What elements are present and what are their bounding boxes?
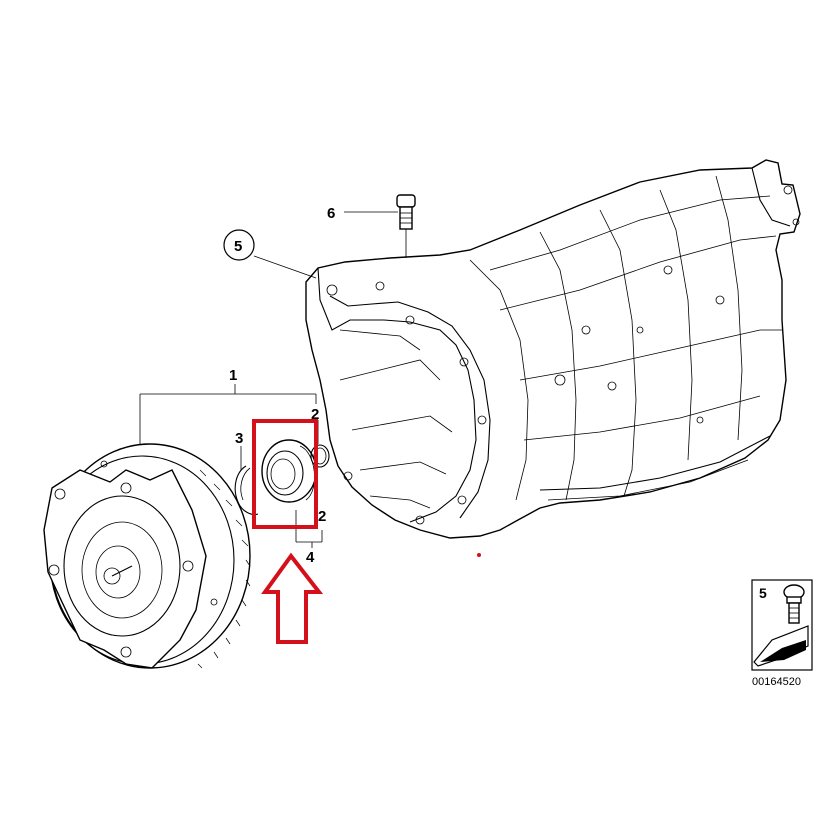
transmission-housing-icon xyxy=(305,159,801,557)
shaft-seal-icon xyxy=(261,439,317,503)
legend-number: 5 xyxy=(759,585,767,601)
torque-converter-icon xyxy=(43,443,251,669)
callout-6: 6 xyxy=(327,205,335,222)
legend-code: 00164520 xyxy=(752,676,801,688)
callout-1: 1 xyxy=(229,367,237,384)
bolt-icon xyxy=(783,584,805,624)
callout-5: 5 xyxy=(234,238,242,255)
reference-arrow-icon xyxy=(753,625,809,667)
highlight-box xyxy=(252,419,318,529)
o-ring-icon xyxy=(310,444,330,468)
circlip-icon xyxy=(234,465,259,516)
callout-3: 3 xyxy=(235,430,243,447)
vent-plug-icon xyxy=(396,194,416,258)
callout-5-circle xyxy=(223,229,255,261)
legend-box: 5 00164520 xyxy=(751,579,813,688)
highlight-arrow xyxy=(261,552,324,644)
callout-2-bottom: 2 xyxy=(318,508,326,525)
callout-4: 4 xyxy=(306,549,315,566)
callout-2-top: 2 xyxy=(311,406,319,423)
